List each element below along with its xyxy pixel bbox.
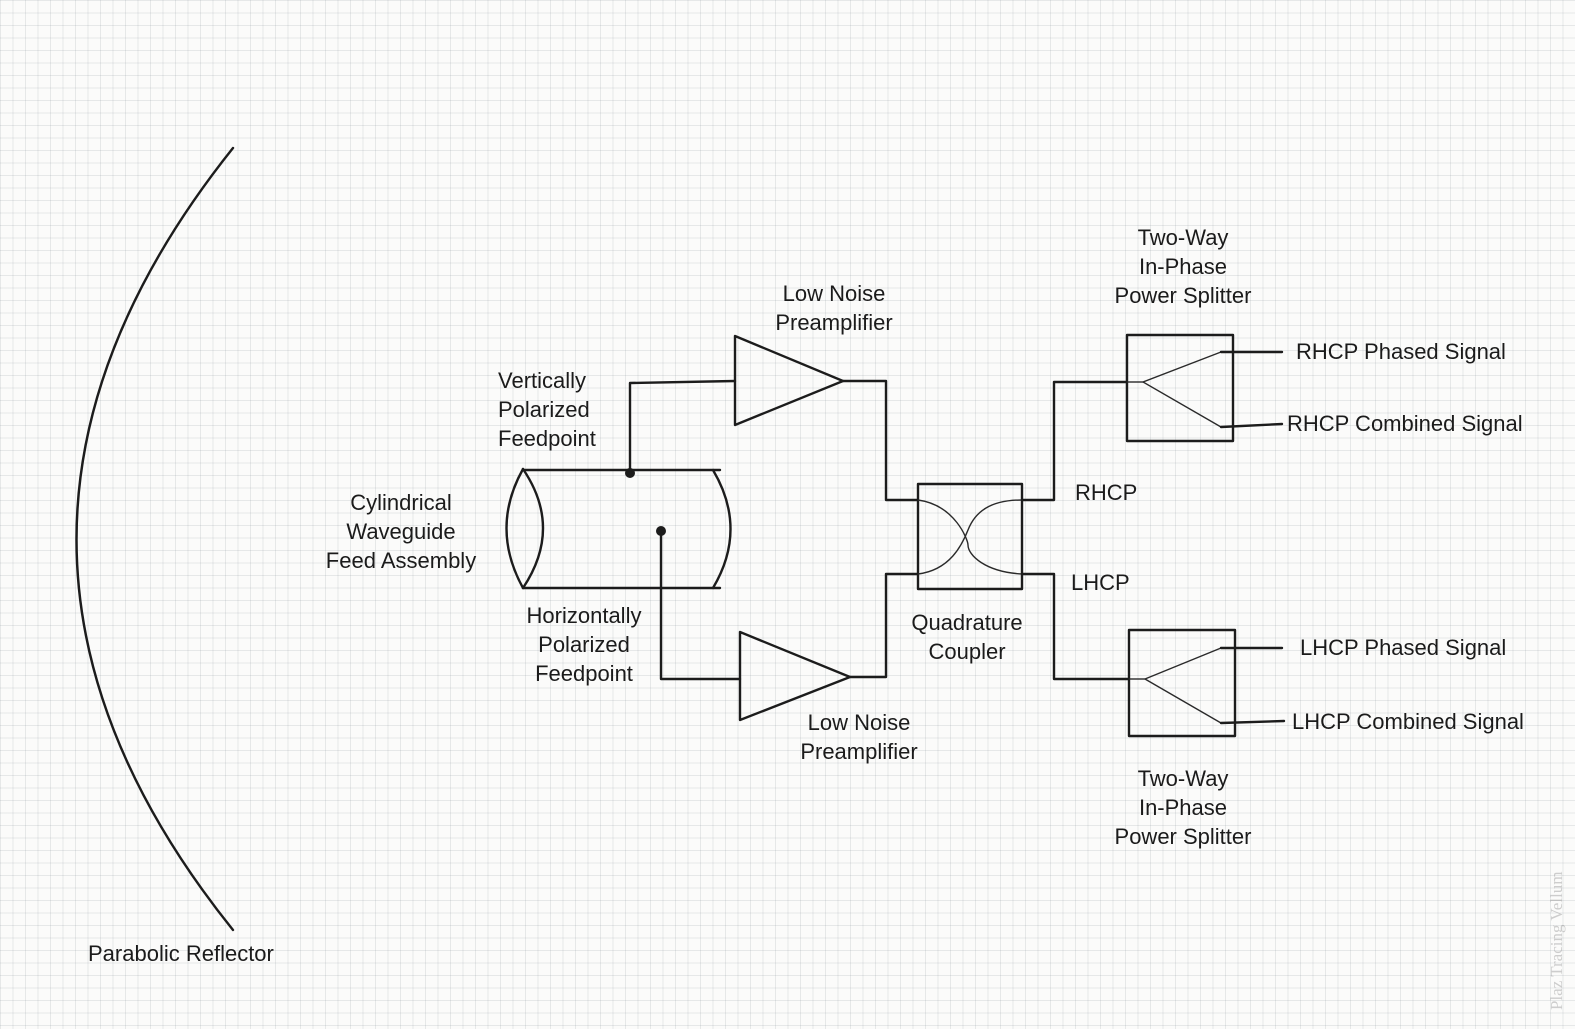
label-line: Waveguide [346,519,456,544]
splitter-top-branch-down [1142,381,1222,428]
splitter-top-branch-up [1142,351,1222,383]
label-line: Feed Assembly [325,548,477,573]
label-line: In-Phase [1138,254,1228,279]
label-line: Preamplifier [800,739,918,764]
label-line: Coupler [928,639,1006,664]
label-line: LHCP [1071,570,1130,595]
splitter-bottom-label: Two-Way In-Phase Power Splitter [1115,764,1252,851]
label-line: LHCP Combined Signal [1292,709,1524,734]
lhcp-combined-signal-label: LHCP Combined Signal [1292,707,1524,736]
label-line: Feedpoint [498,426,596,451]
label-line: Feedpoint [535,661,633,686]
rhcp-combined-signal-label: RHCP Combined Signal [1287,409,1523,438]
lna-bottom-triangle [738,630,852,722]
coupler-crossover-a [917,499,1023,575]
rhcp-label: RHCP [1075,478,1137,507]
splitter-top-label: Two-Way In-Phase Power Splitter [1115,223,1252,310]
quadrature-coupler-box [916,482,1024,591]
waveguide-cylinder [505,467,732,590]
label-line: Polarized [538,632,630,657]
label-line: Parabolic Reflector [88,941,274,966]
lhcp-label: LHCP [1071,568,1130,597]
wire-rhcp-combined [1219,422,1284,429]
label-line: Vertically [498,368,587,393]
wire-lhcp [1020,572,1131,681]
label-line: Low Noise [782,281,886,306]
splitter-top-box [1125,333,1235,443]
wire-lhcp-combined [1219,719,1286,725]
parabolic-reflector-label: Parabolic Reflector [88,939,274,968]
quadrature-coupler-label: Quadrature Coupler [911,608,1022,666]
wire-lna-bottom-to-coupler [848,572,920,679]
splitter-bottom-box [1127,628,1237,738]
label-line: Cylindrical [350,490,452,515]
lna-bottom-label: Low Noise Preamplifier [800,708,917,766]
wire-vertical-feed [628,379,737,475]
label-line: Power Splitter [1114,283,1252,308]
waveguide-label: Cylindrical Waveguide Feed Assembly [326,488,476,575]
label-line: Two-Way [1137,225,1229,250]
coupler-crossover-b [917,499,1023,575]
vertical-feedpoint-label: Vertically Polarized Feedpoint [498,366,596,453]
paper-watermark: Plaz Tracing Vellum [1547,871,1566,1010]
lna-top-label: Low Noise Preamplifier [775,279,892,337]
label-line: Quadrature [911,610,1023,635]
lna-top-triangle [733,334,845,427]
wire-rhcp [1020,380,1129,502]
label-line: LHCP Phased Signal [1300,635,1507,660]
lhcp-phased-signal-label: LHCP Phased Signal [1300,633,1506,662]
label-line: Polarized [498,397,590,422]
splitter-bottom-branch-down [1144,678,1222,724]
label-line: Preamplifier [775,310,893,335]
parabolic-reflector-arc [75,146,235,932]
label-line: RHCP Phased Signal [1296,339,1506,364]
label-line: Low Noise [807,710,911,735]
splitter-bottom-branch-up [1144,647,1222,680]
label-line: RHCP Combined Signal [1287,411,1523,436]
horizontal-feedpoint-label: Horizontally Polarized Feedpoint [527,601,642,688]
wire-lna-top-to-coupler [841,379,920,502]
wire-horizontal-feed [659,529,742,681]
rhcp-phased-signal-label: RHCP Phased Signal [1296,337,1506,366]
label-line: Power Splitter [1114,824,1252,849]
label-line: In-Phase [1138,795,1228,820]
label-line: Two-Way [1137,766,1229,791]
label-line: Horizontally [526,603,642,628]
label-line: RHCP [1075,480,1138,505]
